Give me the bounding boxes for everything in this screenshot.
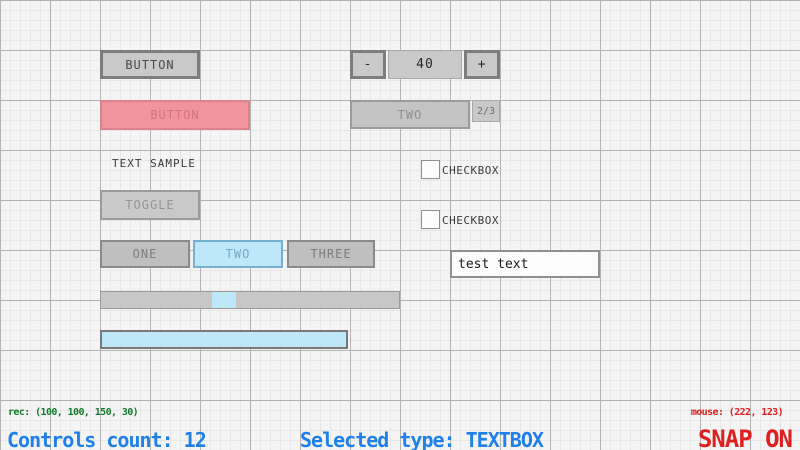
status-controls-count: Controls count: 12: [7, 428, 207, 450]
spinner-minus-button[interactable]: -: [350, 50, 386, 79]
checkbox-label: CHECKBOX: [442, 213, 499, 227]
button-control-selected[interactable]: BUTTON: [100, 100, 250, 130]
checkbox[interactable]: [421, 160, 440, 179]
progress-bar[interactable]: [100, 330, 348, 349]
spinner-plus-button[interactable]: +: [464, 50, 500, 79]
toggle-group-option-two-active[interactable]: TWO: [193, 240, 283, 268]
toggle-group-option-three[interactable]: THREE: [287, 240, 375, 268]
text-sample-label[interactable]: TEXT SAMPLE: [112, 156, 196, 170]
status-selected-type: Selected type: TEXTBOX: [300, 428, 544, 450]
button-control[interactable]: BUTTON: [100, 50, 200, 79]
toggle-button[interactable]: TOGGLE: [100, 190, 200, 220]
text-input[interactable]: [450, 250, 600, 278]
status-mouse-readout: mouse: (222, 123): [690, 407, 784, 418]
slider-handle[interactable]: [212, 292, 236, 308]
combo-box-button[interactable]: TWO: [350, 100, 470, 129]
status-rec-readout: rec: (100, 100, 150, 30): [8, 407, 139, 418]
toggle-group-option-one[interactable]: ONE: [100, 240, 190, 268]
checkbox[interactable]: [421, 210, 440, 229]
slider-track[interactable]: [100, 291, 400, 309]
checkbox-label: CHECKBOX: [442, 163, 499, 177]
spinner-value-box[interactable]: 40: [388, 50, 462, 79]
combo-box-page-indicator[interactable]: 2/3: [472, 100, 500, 122]
status-snap-indicator: SNAP ON: [697, 425, 793, 450]
